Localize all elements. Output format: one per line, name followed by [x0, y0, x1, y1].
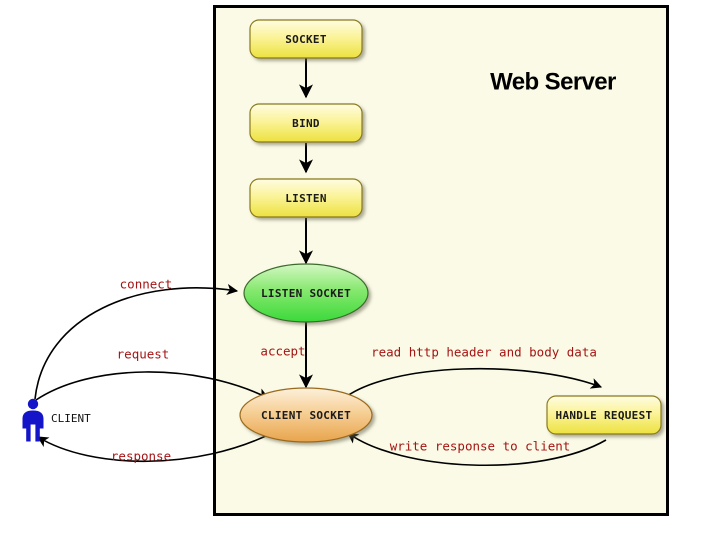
edge-read-http: read http header and body data [342, 345, 603, 400]
node-client-socket[interactable]: CLIENT SOCKET [239, 387, 373, 443]
client-actor[interactable]: CLIENT [22, 398, 92, 442]
edge-response: response [37, 432, 273, 464]
edge-request: request [35, 347, 270, 401]
node-socket[interactable]: SOCKET [249, 19, 363, 59]
edge-write-response: write response to client [347, 432, 607, 467]
edge-label-request: request [117, 347, 170, 362]
edge-label-accept: accept [260, 344, 305, 359]
node-handle-request[interactable]: HANDLE REQUEST [546, 395, 662, 435]
edge-label-write-response: write response to client [390, 439, 571, 454]
edge-label-response: response [111, 449, 171, 464]
edge-label-connect: connect [120, 277, 173, 292]
edge-connect: connect [34, 277, 239, 400]
node-listen-socket[interactable]: LISTEN SOCKET [243, 263, 369, 323]
panel-title: Web Server [490, 68, 616, 95]
person-icon [22, 398, 44, 442]
node-bind[interactable]: BIND [249, 103, 363, 143]
edge-label-read-http: read http header and body data [371, 345, 597, 360]
node-label-listen: LISTEN [285, 192, 327, 205]
node-label-listen-socket: LISTEN SOCKET [261, 287, 351, 300]
node-label-client-socket: CLIENT SOCKET [261, 409, 351, 422]
client-actor-label: CLIENT [51, 412, 91, 425]
node-label-bind: BIND [292, 117, 320, 130]
edge-accept: accept [260, 322, 313, 389]
node-label-handle-request: HANDLE REQUEST [556, 409, 653, 422]
node-label-socket: SOCKET [285, 33, 327, 46]
node-listen[interactable]: LISTEN [249, 178, 363, 218]
